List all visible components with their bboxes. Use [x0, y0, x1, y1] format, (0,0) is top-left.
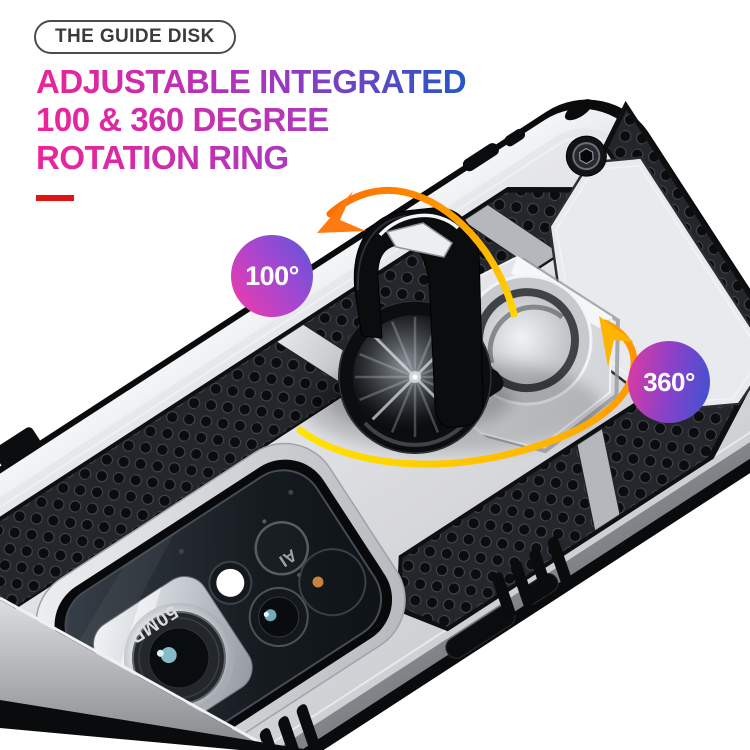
top-edge-button-small	[504, 128, 526, 147]
depth-sensor-ring	[298, 548, 367, 617]
edge-tab	[0, 427, 41, 467]
arrowhead-360	[599, 316, 634, 367]
rotation-arrow-360	[296, 316, 638, 468]
headline: ADJUSTABLE INTEGRATED 100 & 360 DEGREE R…	[36, 63, 467, 177]
headline-line-3: ROTATION RING	[36, 139, 466, 177]
corner-port	[564, 99, 593, 121]
guide-disk-pill-label: THE GUIDE DISK	[55, 26, 215, 47]
top-edge-button	[462, 143, 499, 172]
corner-screw	[565, 135, 607, 177]
stand-clip	[385, 222, 453, 258]
red-accent-dash	[36, 195, 74, 201]
sensor-dot	[312, 576, 324, 588]
badge-100-label: 100°	[245, 260, 299, 291]
case-end-wall	[0, 596, 310, 750]
badge-360-label: 360°	[643, 366, 695, 397]
speaker-grille-right	[492, 536, 571, 620]
flash-led	[208, 560, 253, 605]
badge-360-degree: 360°	[628, 341, 710, 423]
headline-line-1: ADJUSTABLE INTEGRATED	[36, 63, 467, 100]
headline-line-2: 100 & 360 DEGREE	[36, 101, 466, 139]
ai-lens-badge: AI	[254, 519, 310, 578]
main-lens	[123, 602, 234, 713]
secondary-lens	[248, 586, 309, 647]
badge-100-degree: 100°	[231, 235, 313, 317]
ring-stand-arch	[353, 207, 484, 428]
speaker-grille-left	[241, 704, 321, 750]
rotation-arrow-100	[317, 186, 518, 318]
arrowhead-100	[317, 191, 366, 233]
guide-disk-pill: THE GUIDE DISK	[34, 20, 236, 54]
